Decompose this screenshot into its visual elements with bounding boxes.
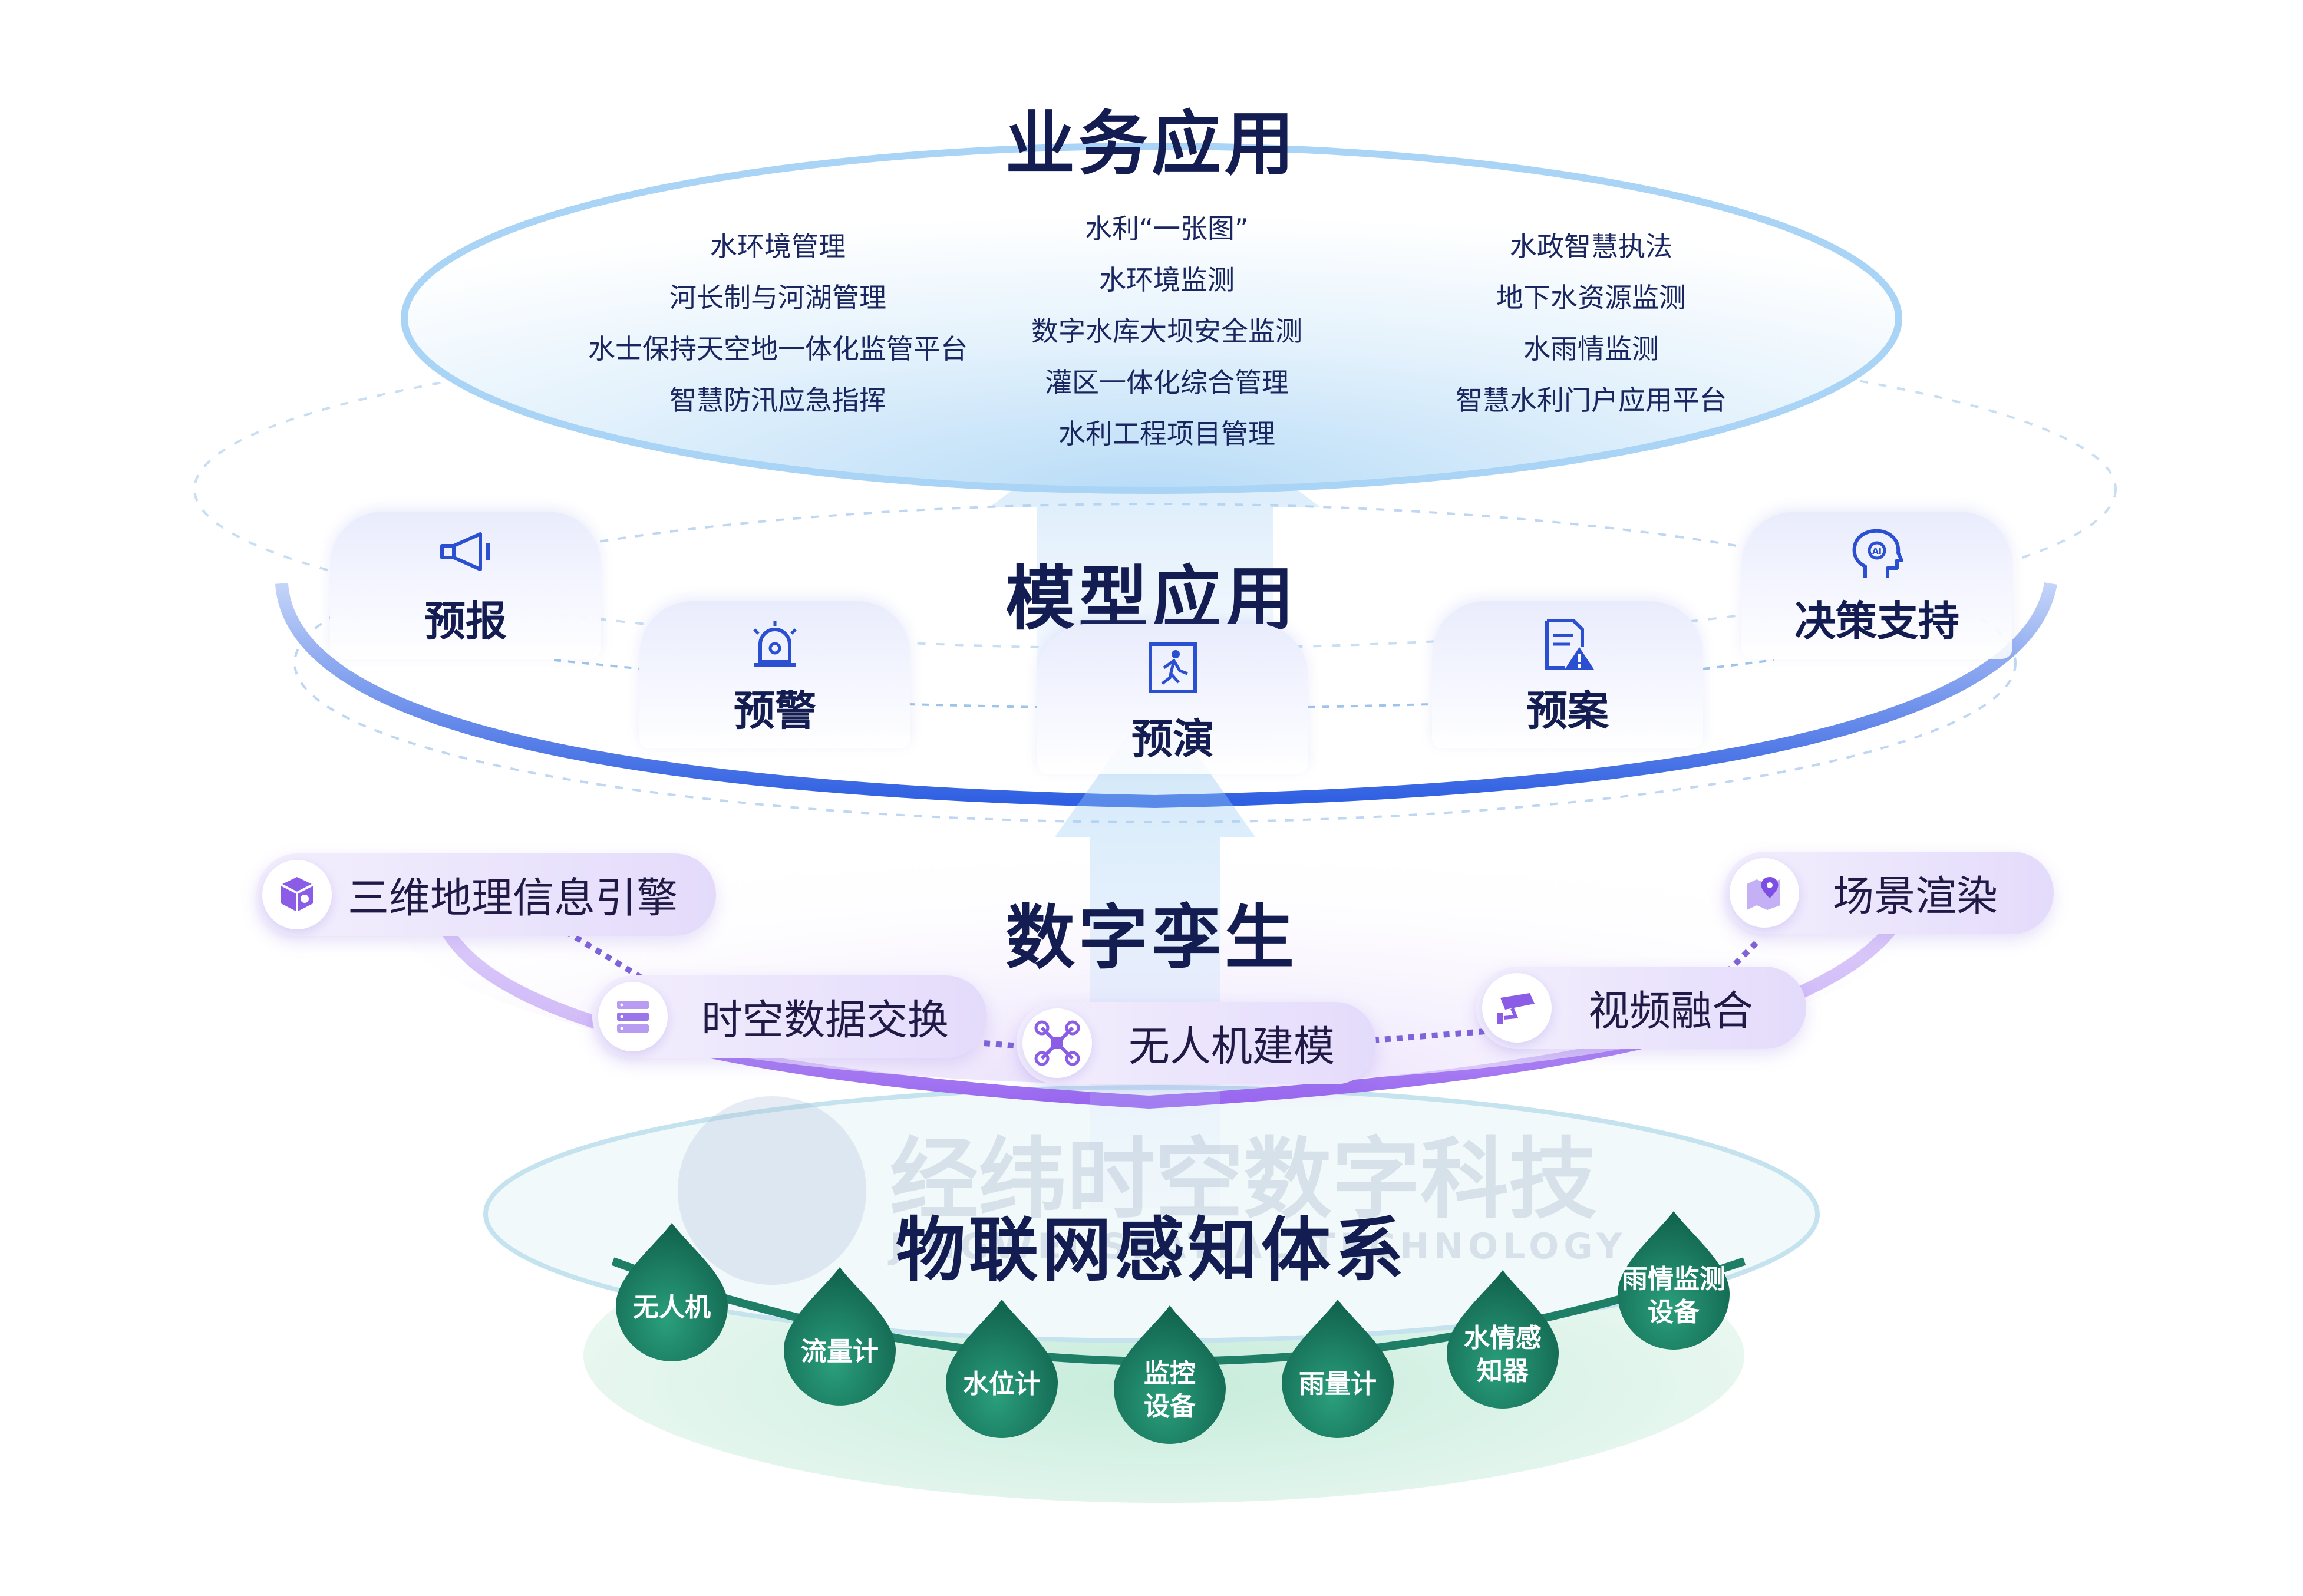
business-item: 水雨情监测 <box>1523 333 1659 365</box>
drone-icon <box>1022 1008 1092 1078</box>
business-left-list: 水环境管理 河长制与河湖管理 水士保持天空地一体化监管平台 智慧防汛应急指挥 <box>554 221 1002 426</box>
alarm-light-icon <box>753 621 797 667</box>
business-item: 水环境管理 <box>710 230 846 262</box>
twin-pill-video-fusion[interactable]: 视频融合 <box>1476 967 1806 1049</box>
business-item: 水政智慧执法 <box>1510 230 1672 262</box>
twin-layer-title: 数字孪生 <box>1005 897 1298 978</box>
twin-pill-scene-rendering[interactable]: 场景渲染 <box>1724 852 2054 934</box>
map-pin-icon <box>1730 858 1799 928</box>
ai-brain-icon: AI <box>1852 529 1903 578</box>
business-item: 智慧水利门户应用平台 <box>1456 384 1727 416</box>
iot-layer-title: 物联网感知体系 <box>895 1209 1407 1291</box>
model-card-forecast[interactable]: 预报 <box>330 512 601 659</box>
model-card-label: 预警 <box>734 687 816 735</box>
business-item: 水利“一张图” <box>1085 213 1249 245</box>
twin-pill-label: 场景渲染 <box>1833 872 1998 921</box>
megaphone-icon <box>440 532 490 571</box>
model-card-plan[interactable]: 预案 <box>1432 601 1703 748</box>
3d-box-icon <box>262 860 332 929</box>
business-item: 地下水资源监测 <box>1496 282 1686 314</box>
business-item: 数字水库大坝安全监测 <box>1031 315 1302 347</box>
twin-pill-data-exchange[interactable]: 时空数据交换 <box>592 975 987 1058</box>
model-card-label: 预案 <box>1526 687 1609 735</box>
svg-text:AI: AI <box>1872 547 1882 556</box>
business-item: 水环境监测 <box>1099 264 1235 296</box>
business-item: 水士保持天空地一体化监管平台 <box>588 333 968 365</box>
business-center-list: 水利“一张图” 水环境监测 数字水库大坝安全监测 灌区一体化综合管理 水利工程项… <box>966 203 1367 460</box>
business-ellipse <box>401 143 1902 494</box>
document-warning-icon <box>1545 619 1594 670</box>
business-right-list: 水政智慧执法 地下水资源监测 水雨情监测 智慧水利门户应用平台 <box>1403 221 1780 426</box>
model-card-label: 决策支持 <box>1794 597 1959 645</box>
twin-pill-label: 三维地理信息引擎 <box>348 873 678 922</box>
model-card-warning[interactable]: 预警 <box>639 601 910 748</box>
business-item: 灌区一体化综合管理 <box>1045 367 1289 398</box>
model-card-decision[interactable]: AI 决策支持 <box>1741 512 2012 659</box>
twin-pill-label: 无人机建模 <box>1129 1022 1335 1071</box>
watermark-text-cn: 经纬时空数字科技 <box>890 1129 1598 1231</box>
server-icon <box>598 982 668 1051</box>
emergency-exit-icon <box>1149 642 1197 693</box>
camera-icon <box>1482 973 1552 1043</box>
model-card-label: 预演 <box>1131 715 1214 763</box>
watermark-text-en: JINGWEI SPATIAL TECHNOLOGY <box>890 1226 1627 1267</box>
business-layer-title: 业务应用 <box>1005 103 1298 184</box>
twin-pill-3d-engine[interactable]: 三维地理信息引擎 <box>256 853 716 936</box>
model-dashed-ring <box>293 503 2017 823</box>
twin-pill-drone-modeling[interactable]: 无人机建模 <box>1017 1002 1376 1084</box>
model-card-label: 预报 <box>424 597 507 645</box>
model-card-rehearsal[interactable]: 预演 <box>1037 624 1308 774</box>
business-item: 水利工程项目管理 <box>1058 418 1275 450</box>
outer-dashed-ring <box>193 329 2117 649</box>
twin-pill-label: 时空数据交换 <box>701 995 949 1044</box>
business-item: 智慧防汛应急指挥 <box>669 384 886 416</box>
twin-pill-label: 视频融合 <box>1588 987 1753 1036</box>
business-item: 河长制与河湖管理 <box>669 282 886 314</box>
